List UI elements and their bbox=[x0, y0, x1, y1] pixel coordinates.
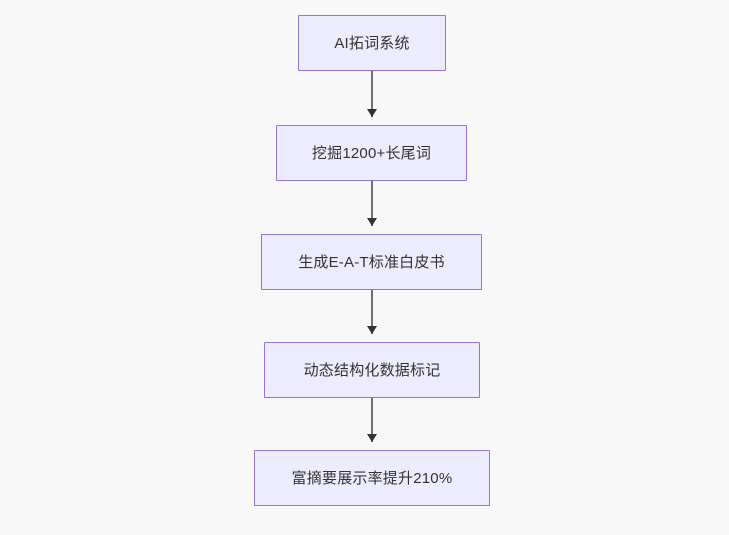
flow-node-structured-data-markup[interactable]: 动态结构化数据标记 bbox=[264, 342, 480, 398]
flow-node-eat-whitepaper[interactable]: 生成E-A-T标准白皮书 bbox=[261, 234, 482, 290]
flow-node-longtail-mining[interactable]: 挖掘1200+长尾词 bbox=[276, 125, 467, 181]
edge-line bbox=[371, 181, 373, 226]
arrowhead-icon bbox=[366, 218, 377, 226]
edge-line bbox=[371, 71, 373, 117]
arrowhead-icon bbox=[366, 434, 377, 442]
arrowhead-icon bbox=[366, 109, 377, 117]
flow-node-rich-snippet-result[interactable]: 富摘要展示率提升210% bbox=[254, 450, 490, 506]
arrowhead-icon bbox=[366, 326, 377, 334]
edge-line bbox=[371, 290, 373, 334]
edge-line bbox=[371, 398, 373, 442]
flow-node-ai-keyword-system[interactable]: AI拓词系统 bbox=[298, 15, 446, 71]
